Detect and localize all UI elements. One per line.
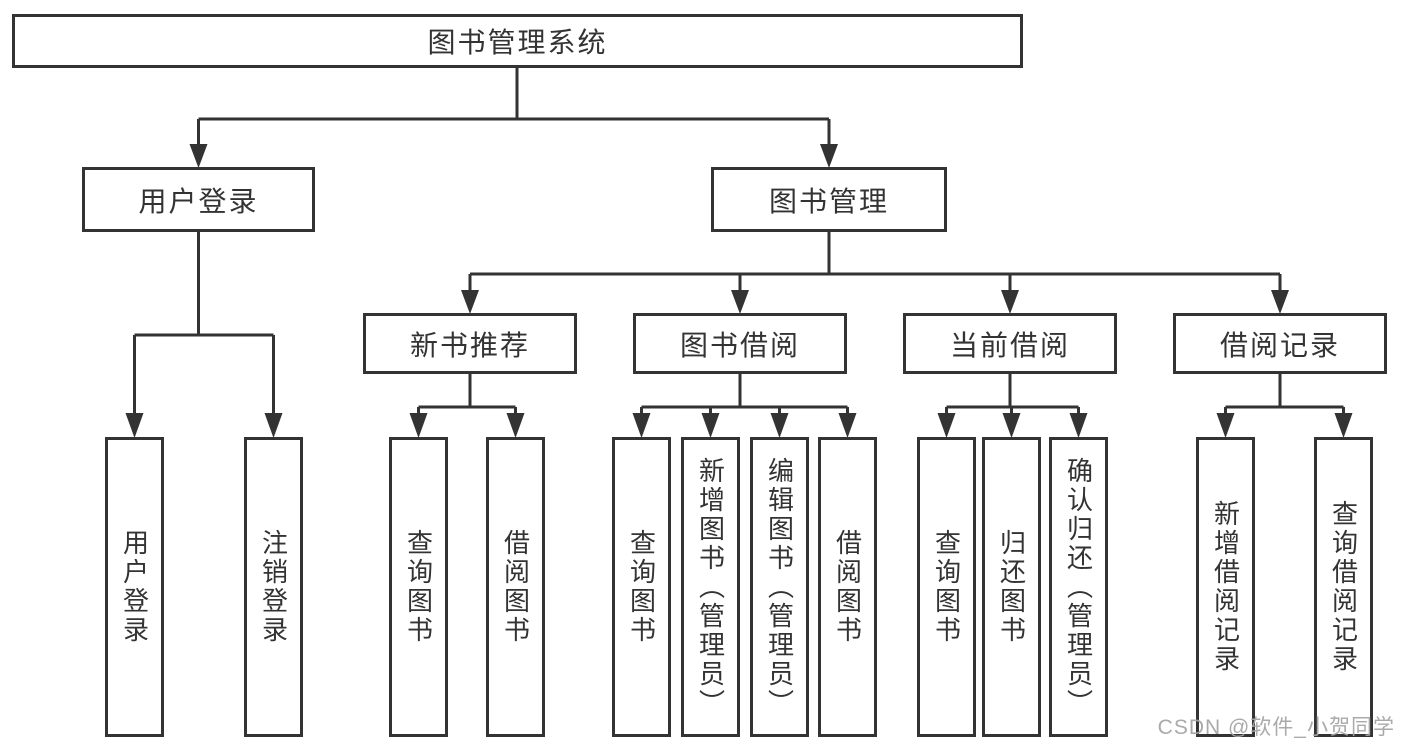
node-label: 图书借阅 — [679, 329, 800, 361]
connector-paths — [133, 68, 1345, 415]
node-label: 借阅图书 — [832, 529, 863, 645]
node-borrowing-records: 借阅记录 — [1173, 313, 1387, 374]
leaf-confirm-return-admin: 确认归还（管理员） — [1049, 437, 1108, 737]
node-label: 当前借阅 — [949, 329, 1070, 361]
node-label: 用户登录 — [119, 529, 150, 645]
leaf-borrow-book: 借阅图书 — [818, 437, 877, 737]
leaf-borrow-book-recommend: 借阅图书 — [486, 437, 545, 737]
node-label: 图书管理系统 — [427, 27, 608, 58]
csdn-watermark: CSDN @软件_小贺同学 — [1157, 716, 1395, 739]
node-label: 确认归还（管理员） — [1063, 456, 1094, 718]
node-label: 图书管理 — [768, 185, 889, 217]
node-label: 注销登录 — [258, 529, 289, 645]
leaf-logout: 注销登录 — [244, 437, 303, 737]
node-current-borrowing: 当前借阅 — [903, 313, 1117, 374]
arrowheads — [125, 144, 1353, 438]
node-label: 新书推荐 — [409, 329, 530, 361]
node-user-login: 用户登录 — [82, 167, 315, 232]
node-label: 查询借阅记录 — [1328, 500, 1359, 674]
node-label: 借阅记录 — [1219, 329, 1340, 361]
node-label: 新增图书（管理员） — [695, 456, 726, 718]
node-label: 编辑图书（管理员） — [764, 456, 795, 718]
node-book-management: 图书管理 — [711, 167, 947, 232]
node-label: 借阅图书 — [500, 529, 531, 645]
node-label: 查询图书 — [403, 529, 434, 645]
leaf-return-book: 归还图书 — [982, 437, 1041, 737]
leaf-edit-book-admin: 编辑图书（管理员） — [750, 437, 809, 737]
node-book-borrowing: 图书借阅 — [633, 313, 847, 374]
node-label: 用户登录 — [138, 185, 259, 217]
node-label: 归还图书 — [996, 529, 1027, 645]
leaf-user-login: 用户登录 — [105, 437, 164, 737]
leaf-query-borrow-record: 查询借阅记录 — [1314, 437, 1373, 737]
leaf-query-books-current: 查询图书 — [917, 437, 976, 737]
leaf-add-book-admin: 新增图书（管理员） — [681, 437, 740, 737]
node-library-management-system: 图书管理系统 — [12, 14, 1023, 68]
leaf-query-books-recommend: 查询图书 — [389, 437, 448, 737]
node-label: 查询图书 — [626, 529, 657, 645]
node-label: 查询图书 — [931, 529, 962, 645]
node-new-book-recommend: 新书推荐 — [363, 313, 577, 374]
leaf-query-books-borrow: 查询图书 — [612, 437, 671, 737]
leaf-add-borrow-record: 新增借阅记录 — [1196, 437, 1255, 737]
node-label: 新增借阅记录 — [1210, 500, 1241, 674]
